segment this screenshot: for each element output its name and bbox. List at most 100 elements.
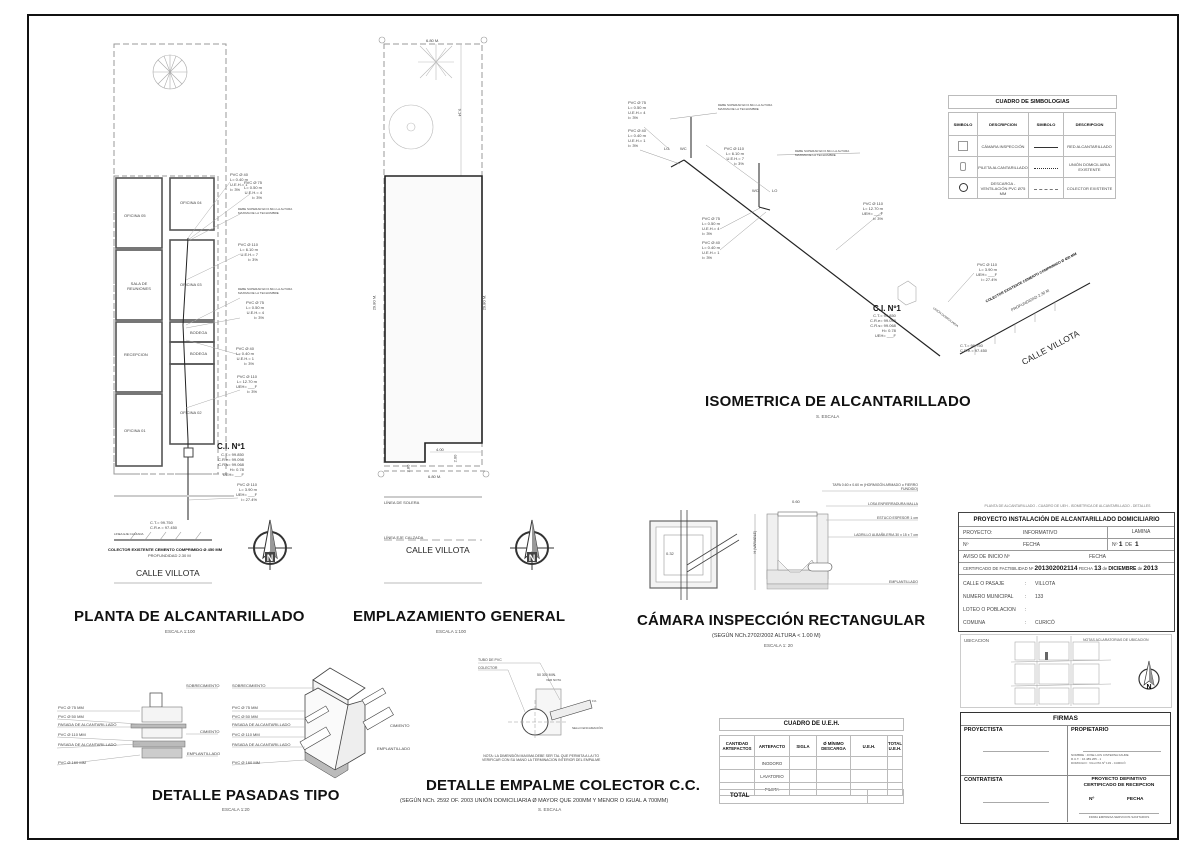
ueh-table: CANTIDAD ARTEFACTOS ARTEFACTO SIGLA Ø MÍ… xyxy=(719,735,903,796)
pasada-iso-label: PVC Ø 50 MM xyxy=(232,714,258,719)
contratista-label: CONTRATISTA xyxy=(964,777,1003,783)
pipe-label: PVC Ø 40 L= 0.40 m U.E.H.= 1 i= 3% xyxy=(236,346,255,366)
project-title: PROYECTO INSTALACIÓN DE ALCANTARILLADO D… xyxy=(959,513,1174,527)
square-symbol-icon xyxy=(958,140,968,151)
iso-note: DEBE SUPERAR EN 0.60m LA ALTURA MAXIMA D… xyxy=(718,103,773,111)
ci-title: C.I. Nº1 xyxy=(217,442,245,451)
empalme-note: NOTA: LA DIMENSIÓN MAXIMA DEBE SER TAL Q… xyxy=(482,754,601,763)
room-label: OFICINA 02 xyxy=(180,410,202,415)
svg-text:N: N xyxy=(529,553,536,563)
emplazamiento-title: EMPLAZAMIENTO GENERAL xyxy=(353,608,566,625)
room-label: OFICINA 04 xyxy=(180,200,202,205)
empresa-signature-line xyxy=(1079,813,1159,814)
street-label: CALLE VILLOTA xyxy=(406,545,470,555)
empalme-label: COLECTOR xyxy=(478,666,498,670)
table-row: INODORO xyxy=(719,756,903,770)
firmas-block: FIRMAS PROYECTISTA PROPIETARIO NOMBRE : … xyxy=(960,712,1171,824)
planta-scale: ESCALA 1:100 xyxy=(165,629,196,634)
iso-label: PVC Ø 110 L= 12.70 m UEH= ___F i= 3% xyxy=(862,201,884,221)
firma-empresa-label: FIRMA EMPRESA SERVICIOS SANITARIOS xyxy=(1088,815,1150,819)
ueh-total-row: TOTAL xyxy=(719,789,904,804)
dim-plan-w: 0.32 xyxy=(666,551,674,556)
empalme-dim: VER NOTA xyxy=(546,678,562,682)
north-arrow-icon: N xyxy=(1138,660,1160,691)
camara-title: CÁMARA INSPECCIÓN RECTANGULAR xyxy=(637,612,926,629)
pasada-label: PVC Ø 160 MM xyxy=(58,760,87,765)
pasada-iso-label: PASADA DE ALCANTARILLADO xyxy=(232,722,291,727)
iso-label: PVC Ø 110 L= 6.10 m U.E.H.= 7 i= 3% xyxy=(724,146,744,166)
table-row: DESCARGA - VENTILACIÓN PVC Ø75 MM COLECT… xyxy=(948,177,1116,199)
empalme-title: DETALLE EMPALME COLECTOR C.C. xyxy=(426,777,701,794)
iso-note: DEBE SUPERAR EN 0.60m LA ALTURA MAXIMA D… xyxy=(795,149,850,157)
pipe-label: PVC Ø 40 L= 0.40 m U.E.H.= 1 i= 3% xyxy=(230,172,249,192)
linea-calzada-label: LÍNEA EJE CALZADA xyxy=(384,535,424,540)
certificate-number: 201302002114 xyxy=(1034,565,1078,572)
sheet-contents-strip: PLANTA DE ALCANTARILLADO - CUADRO DE UEH… xyxy=(984,504,1151,508)
dim-width: 0.60 xyxy=(792,499,800,504)
contratista-signature-line xyxy=(983,802,1049,803)
firmas-title: FIRMAS xyxy=(961,713,1170,726)
empalme-dim: 50 300 MIN. xyxy=(537,673,557,677)
svg-text:N: N xyxy=(267,553,274,563)
proyectista-signature-line xyxy=(983,751,1049,752)
empalme-label: SELLO ENCAMACIÓN xyxy=(572,726,603,730)
hatched-line-symbol-icon xyxy=(1034,188,1058,190)
room-label: OFICINA 01 xyxy=(124,428,146,433)
location-map-icon xyxy=(1010,636,1112,706)
collector-label: COLECTOR EXISTENTE CEMENTO COMPRIMIDO Ø … xyxy=(108,547,223,552)
sheet-total: 1 xyxy=(1134,541,1139,548)
pasada-label: PVC Ø 75 MM xyxy=(58,705,84,710)
room-label: BODEGA xyxy=(190,351,208,356)
col-header: SIMBOLO xyxy=(948,112,978,136)
dotted-line-symbol-icon xyxy=(1034,167,1058,169)
linea-solera-label: LÍNEA DE SOLERA xyxy=(384,500,420,505)
pasadas-scale: ESCALA 1:20 xyxy=(222,807,250,812)
empalme-subtitle: (SEGÚN NCh. 2592 OF. 2003 UNIÓN DOMICILI… xyxy=(400,798,669,804)
empalme-label: TUBO DE PVC xyxy=(478,658,502,662)
pasada-label: PASADA DE ALCANTARILLADO xyxy=(58,722,117,727)
emplazamiento-scale: ESCALA 1:100 xyxy=(436,629,467,634)
pasada-iso-label: PVC Ø 110 MM xyxy=(232,732,260,737)
col-header: SIMBOLO xyxy=(1028,112,1064,136)
pasada-label: SOBRECIMIENTO xyxy=(186,683,220,688)
pipe-label: PVC Ø 110 L= 3.90 m UEH= ___F i= 27.4% xyxy=(236,482,258,502)
linea-calzada-label: LINEA EJE CALZADA xyxy=(114,532,144,536)
fixture-label: WC xyxy=(680,146,687,151)
recepcion-title: PROYECTO DEFINITIVO CERTIFICADO DE RECEP… xyxy=(1083,777,1155,788)
propietario-label: PROPIETARIO xyxy=(1071,727,1109,733)
dim-top: 6.80 M. xyxy=(426,38,440,43)
pasada-label: PVC Ø 110 MM xyxy=(58,732,86,737)
camara-label-estuco: ESTUCO ESPESOR 1 cm xyxy=(876,516,918,520)
proyectista-label: PROYECTISTA xyxy=(964,727,1003,733)
planta-title: PLANTA DE ALCANTARILLADO xyxy=(74,608,305,625)
pasada-label: CIMIENTO xyxy=(200,729,220,734)
depth-label: PROFUNDIDAD 2.30 M xyxy=(148,553,191,558)
simbologias-title: CUADRO DE SIMBOLOGIAS xyxy=(948,95,1117,109)
street-label: CALLE VILLOTA xyxy=(136,568,200,578)
pasada-iso-label: EMPLANTILLADO xyxy=(377,746,411,751)
pasada-label: PVC Ø 50 MM xyxy=(58,714,84,719)
pasada-iso-label: PVC Ø 160 MM xyxy=(232,760,261,765)
camara-subtitle: (SEGÚN NCh.2702/2002 ALTURA < 1.00 M) xyxy=(712,633,821,639)
circle-symbol-icon xyxy=(958,183,968,192)
collector-levels: C.T.= 99.750 C.R.e.= 97.450 xyxy=(150,520,178,530)
pasada-label: EMPLANTILLADO xyxy=(187,751,221,756)
fixture-label: LO xyxy=(772,188,778,193)
camara-label-ladrillo: LADRILLO ALBAÑILERIA 30 x 15 x 7 cm xyxy=(854,533,918,537)
sheet-number: 1 xyxy=(1118,541,1123,548)
svg-text:N: N xyxy=(1146,684,1151,691)
room-label: RECEPCION xyxy=(124,352,148,357)
title-block: PROYECTO INSTALACIÓN DE ALCANTARILLADO D… xyxy=(958,512,1175,632)
pasada-iso-label: SOBRECIMIENTO xyxy=(232,683,266,688)
camara-scale: ESCALA 1: 20 xyxy=(764,643,793,648)
pasada-label: PASADA DE ALCANTARILLADO xyxy=(58,742,117,747)
solid-line-symbol-icon xyxy=(1034,146,1058,148)
room-label: BODEGA xyxy=(190,330,208,335)
empalme-scale: S. ESCALA xyxy=(538,807,562,812)
